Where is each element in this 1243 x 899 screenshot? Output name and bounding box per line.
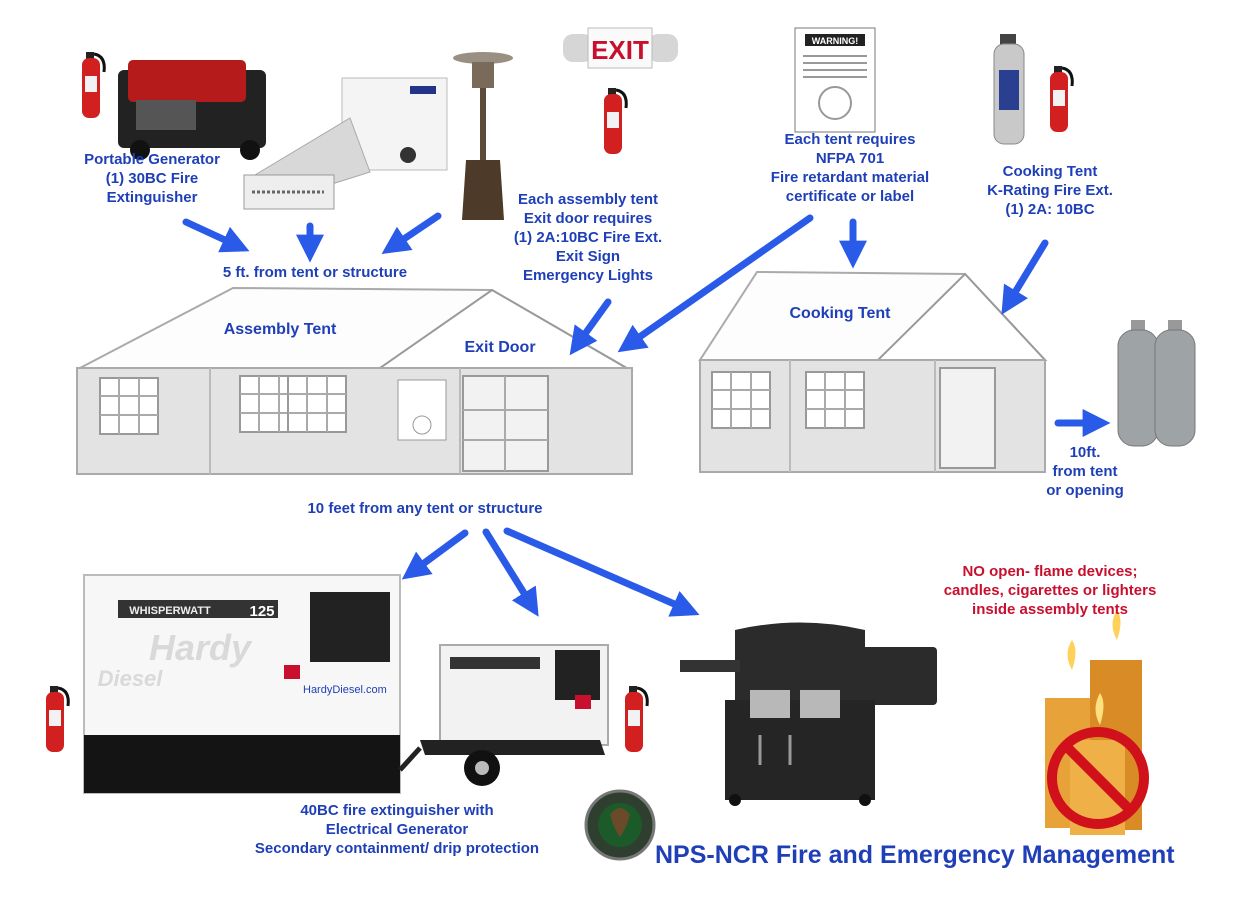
propane-distance-label: 10ft. from tent or opening bbox=[1046, 444, 1124, 499]
propane-tank-icon bbox=[1117, 320, 1196, 447]
tent-window bbox=[805, 371, 865, 429]
grill-icon bbox=[680, 622, 937, 806]
arrow bbox=[381, 212, 442, 255]
exit-requirements-label: Each assembly tent Exit door requires (1… bbox=[513, 191, 663, 284]
arrow bbox=[401, 529, 469, 580]
cooking-ext-label: Cooking Tent K-Rating Fire Ext. (1) 2A: … bbox=[987, 163, 1113, 218]
arrow bbox=[569, 298, 612, 356]
warning-label-icon: WARNING! bbox=[794, 27, 876, 133]
generator-model: 125 bbox=[249, 603, 274, 620]
hardy-brand-2: Diesel bbox=[98, 666, 164, 691]
ten-feet-label: 10 feet from any tent or structure bbox=[307, 500, 543, 517]
fire-extinguisher-icon bbox=[80, 50, 106, 120]
warning-title: WARNING! bbox=[812, 36, 859, 46]
portable-generator-label: Portable Generator (1) 30BC Fire Extingu… bbox=[84, 151, 220, 206]
exit-door-label: Exit Door bbox=[464, 339, 536, 356]
cooking-tent-label: Cooking Tent bbox=[789, 305, 891, 322]
fire-extinguisher-icon bbox=[602, 86, 628, 156]
assembly-tent-label: Assembly Tent bbox=[223, 321, 337, 338]
footer-title: NPS-NCR Fire and Emergency Management bbox=[655, 841, 1175, 869]
no-flame-warning: NO open- flame devices; candles, cigaret… bbox=[943, 563, 1157, 618]
nps-ncr-seal-icon bbox=[584, 789, 656, 861]
arrow bbox=[182, 218, 250, 253]
tent-window bbox=[287, 375, 347, 433]
exit-sign-text: EXIT bbox=[591, 35, 649, 65]
fire-extinguisher-icon bbox=[623, 684, 649, 754]
arrow bbox=[1001, 239, 1049, 315]
patio-heater-icon bbox=[453, 52, 513, 220]
generator-requirements-label: 40BC fire extinguisher with Electrical G… bbox=[254, 802, 540, 857]
exit-sign-icon: EXIT bbox=[563, 27, 678, 156]
hardy-url: HardyDiesel.com bbox=[303, 684, 387, 696]
fire-extinguisher-icon bbox=[44, 684, 70, 754]
nfpa-label: Each tent requires NFPA 701 Fire retarda… bbox=[770, 131, 930, 205]
hardy-brand: Hardy bbox=[149, 627, 253, 668]
tent-window bbox=[711, 371, 771, 429]
whisperwatt-label: WHISPERWATT bbox=[129, 605, 211, 617]
portable-generator-icon bbox=[80, 50, 266, 160]
trailer-generator-icon: 25 bbox=[398, 644, 649, 786]
diesel-generator-icon: WHISPERWATT 125 Hardy Diesel bbox=[44, 574, 401, 794]
arrow bbox=[482, 528, 539, 617]
fire-extinguisher-icon bbox=[1048, 64, 1074, 134]
cooking-tent bbox=[698, 270, 1048, 473]
tent-window bbox=[99, 377, 159, 435]
arrows bbox=[182, 212, 1111, 617]
k-fire-extinguisher-icon bbox=[993, 34, 1074, 145]
arrow bbox=[503, 527, 700, 617]
space-heater-icon bbox=[243, 77, 448, 210]
arrow bbox=[617, 214, 814, 353]
five-ft-label: 5 ft. from tent or structure bbox=[222, 264, 408, 281]
prohibited-icon bbox=[1047, 727, 1149, 829]
assembly-tent bbox=[76, 286, 634, 475]
